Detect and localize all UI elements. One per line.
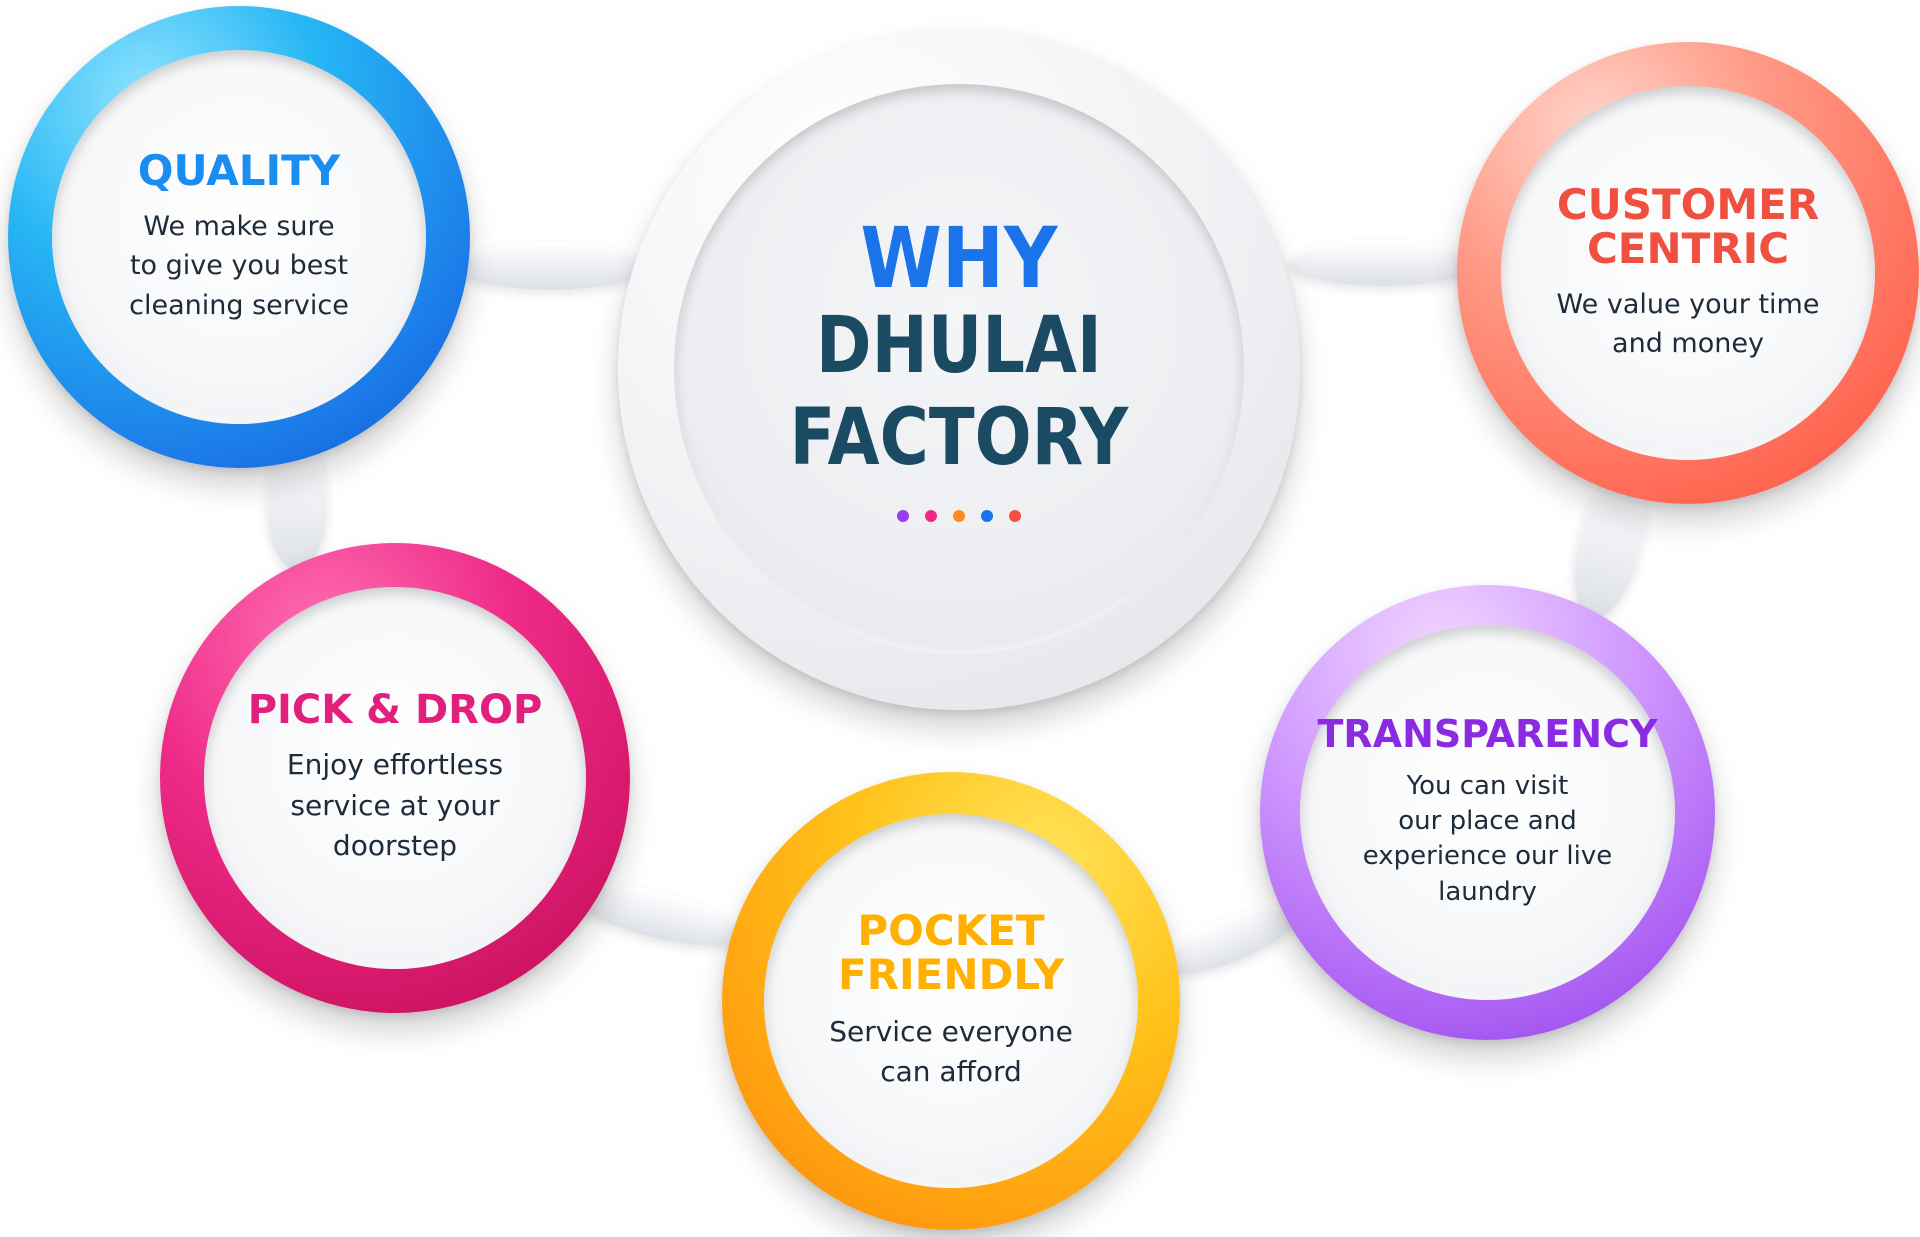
transparency-description: You can visit our place and experience o… [1362,771,1613,907]
dot-5 [1009,510,1021,523]
pocket-friendly-title: POCKET FRIENDLY [838,906,1064,1000]
dot-2 [925,510,937,523]
customer-centric-circle: CUSTOMER CENTRIC We value your time and … [1457,42,1919,504]
pick-drop-description: Enjoy effortless service at your doorste… [286,748,504,863]
transparency-title: TRANSPARENCY [1317,712,1658,757]
center-dots [897,510,1021,523]
quality-title: QUALITY [137,146,341,196]
connector-quality-center [455,242,645,290]
pick-drop-circle-face: PICK & DROP Enjoy effortless service at … [204,587,586,969]
customer-centric-title: CUSTOMER CENTRIC [1556,179,1820,273]
quality-circle: QUALITY We make sure to give you best cl… [8,6,470,468]
quality-description: We make sure to give you best cleaning s… [129,211,349,321]
center-circle-face: WHY DHULAI FACTORY [674,84,1244,654]
center-circle: WHY DHULAI FACTORY [618,28,1300,710]
customer-centric-circle-face: CUSTOMER CENTRIC We value your time and … [1501,86,1875,460]
customer-centric-description: We value your time and money [1556,288,1820,360]
center-heading-brand: DHULAI FACTORY [789,300,1129,483]
quality-circle-face: QUALITY We make sure to give you best cl… [52,50,426,424]
transparency-circle: TRANSPARENCY You can visit our place and… [1260,585,1715,1040]
pocket-friendly-circle: POCKET FRIENDLY Service everyone can aff… [722,772,1180,1230]
dot-1 [897,510,909,523]
pick-drop-circle: PICK & DROP Enjoy effortless service at … [160,543,630,1013]
center-heading-why: WHY [860,208,1058,307]
dot-3 [953,510,965,523]
transparency-circle-face: TRANSPARENCY You can visit our place and… [1300,625,1675,1000]
pocket-friendly-circle-face: POCKET FRIENDLY Service everyone can aff… [764,814,1138,1188]
connector-center-customer [1288,240,1478,286]
pick-drop-title: PICK & DROP [247,687,543,734]
dot-4 [981,510,993,523]
pocket-friendly-description: Service everyone can afford [829,1014,1073,1089]
